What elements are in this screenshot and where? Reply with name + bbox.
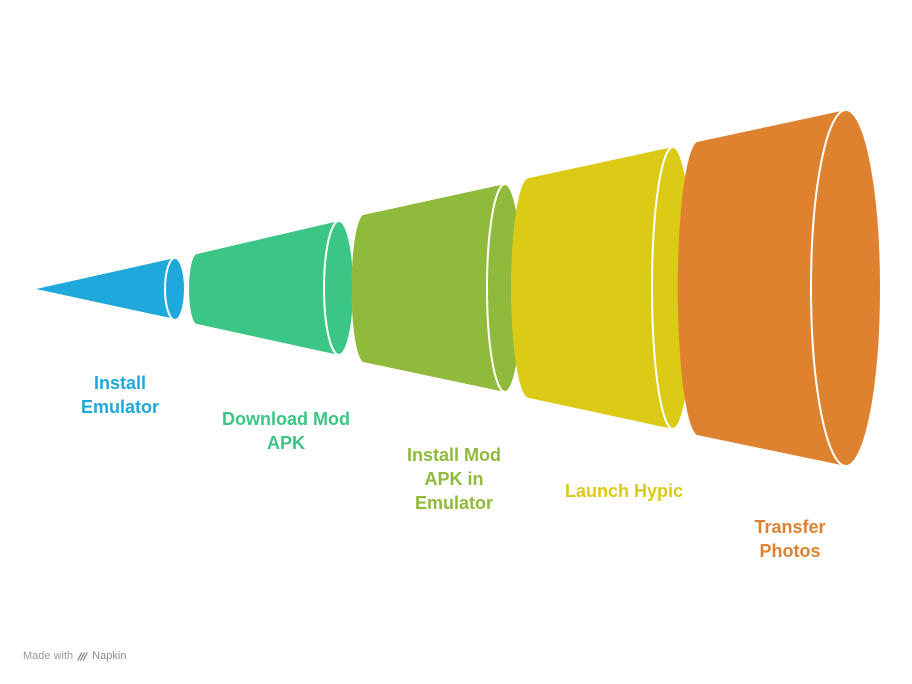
napkin-logo-icon — [77, 651, 88, 661]
watermark-brand: Napkin — [92, 650, 127, 662]
stage-2-label: Download Mod APK — [222, 409, 350, 453]
watermark-prefix: Made with — [23, 650, 74, 662]
stage-2-body — [189, 221, 354, 355]
made-with-napkin-watermark: Made with Napkin — [23, 649, 126, 663]
stage-3-label: Install Mod APK in Emulator — [407, 445, 501, 513]
stage-1-segment — [36, 257, 186, 321]
stage-5-segment — [677, 109, 882, 467]
stage-2-segment — [189, 220, 355, 356]
stage-4-label: Launch Hypic — [564, 481, 684, 501]
stage-5-cap — [810, 109, 882, 467]
stage-3-segment — [351, 183, 524, 393]
stage-4-segment — [511, 146, 695, 430]
stage-2-cap — [323, 220, 355, 356]
stage-1-cap — [164, 257, 186, 321]
stage-3-body — [351, 184, 523, 392]
stage-5-label: Transfer Photos — [754, 517, 826, 561]
stage-1-cone — [36, 258, 186, 319]
stage-4-body — [511, 147, 694, 429]
stage-1-label: Install Emulator — [80, 373, 159, 417]
